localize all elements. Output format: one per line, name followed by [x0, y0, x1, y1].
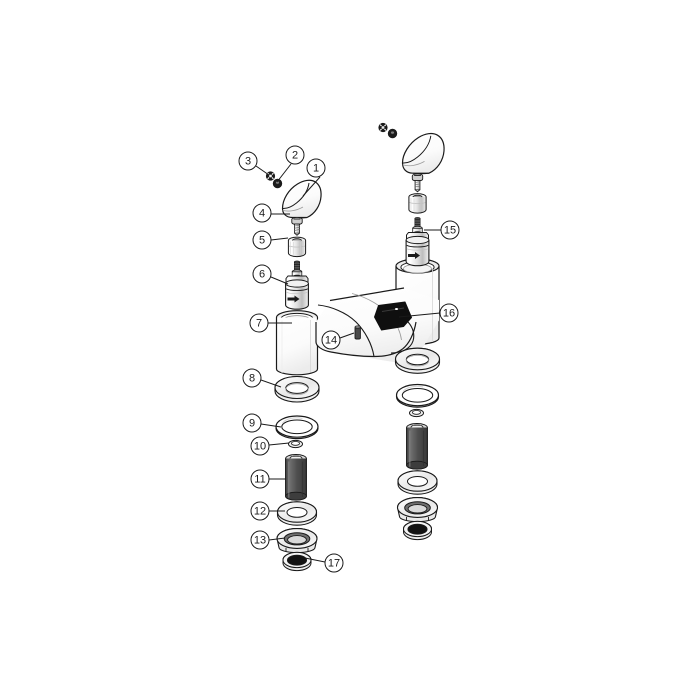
callout-leader-2 — [276, 163, 292, 183]
callout-10[interactable]: 10 — [250, 436, 290, 456]
callout-label-12: 12 — [254, 506, 266, 518]
callout-16[interactable]: 16 — [398, 303, 459, 323]
callout-circle-9[interactable] — [242, 413, 262, 433]
callout-leader-8 — [260, 379, 282, 388]
callout-8[interactable]: 8 — [242, 368, 282, 388]
callout-label-8: 8 — [249, 373, 255, 385]
callout-label-10: 10 — [254, 441, 266, 453]
callout-circle-12[interactable] — [250, 501, 270, 521]
callout-circle-17[interactable] — [324, 553, 344, 573]
callout-4[interactable]: 4 — [252, 203, 290, 223]
part-grub-screw-left — [265, 171, 276, 181]
callout-circle-1[interactable] — [306, 158, 326, 178]
callout-circle-2[interactable] — [285, 145, 305, 165]
part-o-ring-seal-right — [395, 383, 440, 408]
callout-13[interactable]: 13 — [250, 530, 286, 550]
callout-9[interactable]: 9 — [242, 413, 282, 433]
callout-leader-14 — [339, 332, 355, 339]
part-locating-pin — [354, 325, 361, 340]
part-spline-adaptor-right — [408, 193, 427, 214]
part-backnut-washer-right — [397, 470, 438, 495]
part-spout-outlet-insert — [374, 301, 412, 331]
callout-circle-7[interactable] — [249, 313, 269, 333]
callout-leader-13 — [268, 537, 286, 541]
part-spline-adaptor-left — [287, 236, 307, 258]
callout-label-16: 16 — [443, 308, 455, 320]
part-threaded-stud-left — [285, 454, 307, 501]
callout-circle-16[interactable] — [439, 303, 459, 323]
part-small-washer-left — [288, 439, 303, 449]
callout-label-14: 14 — [325, 335, 337, 347]
part-body-riser-tube-left — [275, 310, 319, 376]
callout-leader-3 — [255, 165, 270, 176]
callout-label-4: 4 — [259, 208, 265, 220]
callout-label-9: 9 — [249, 418, 255, 430]
callout-label-1: 1 — [313, 163, 319, 175]
callout-label-6: 6 — [259, 269, 265, 281]
callout-leader-1 — [302, 176, 321, 197]
callout-circle-4[interactable] — [252, 203, 272, 223]
callout-leader-6 — [270, 276, 289, 285]
callout-leader-5 — [270, 237, 289, 241]
callout-leader-9 — [260, 423, 282, 428]
part-retaining-screw-right — [411, 173, 424, 193]
callout-circle-15[interactable] — [440, 220, 460, 240]
callout-circle-14[interactable] — [321, 330, 341, 350]
part-ceramic-cartridge-right — [405, 217, 430, 267]
callout-17[interactable]: 17 — [304, 553, 344, 573]
callout-6[interactable]: 6 — [252, 264, 289, 285]
callout-circle-6[interactable] — [252, 264, 272, 284]
callout-1[interactable]: 1 — [302, 158, 326, 197]
callout-2[interactable]: 2 — [276, 145, 305, 183]
part-threaded-stud-right — [406, 423, 428, 470]
callout-leader-16 — [398, 312, 441, 318]
part-handle-lever-right — [401, 132, 445, 175]
callout-label-7: 7 — [256, 318, 262, 330]
callout-11[interactable]: 11 — [250, 469, 286, 489]
callout-15[interactable]: 15 — [424, 220, 460, 240]
callout-label-11: 11 — [254, 474, 265, 486]
part-rubber-seal-washer — [282, 551, 312, 572]
part-flat-washer-right — [394, 347, 441, 374]
part-small-washer-right — [409, 408, 424, 418]
callout-leader-10 — [268, 442, 290, 446]
callout-12[interactable]: 12 — [250, 501, 285, 521]
part-retaining-screw-left — [291, 216, 303, 236]
callout-circle-8[interactable] — [242, 368, 262, 388]
callout-7[interactable]: 7 — [249, 313, 292, 333]
part-backnut-washer-left — [276, 501, 318, 526]
part-fixing-flange-left — [276, 528, 318, 554]
part-ceramic-cartridge-left — [285, 260, 309, 310]
part-o-ring-seal-left — [275, 415, 319, 440]
part-grub-screw-nut-right — [387, 128, 398, 139]
callout-circle-5[interactable] — [252, 230, 272, 250]
callout-circle-10[interactable] — [250, 436, 270, 456]
part-grub-screw-nut-left — [272, 178, 283, 189]
callout-circle-11[interactable] — [250, 469, 270, 489]
callout-label-2: 2 — [292, 150, 298, 162]
callout-label-13: 13 — [254, 535, 266, 547]
callout-label-17: 17 — [328, 558, 340, 570]
part-fixing-flange-right — [396, 497, 439, 523]
callout-label-3: 3 — [245, 156, 251, 168]
part-handle-lever-left — [281, 179, 322, 219]
part-grub-screw-right — [378, 122, 388, 133]
callout-label-15: 15 — [444, 225, 456, 237]
callout-label-5: 5 — [259, 235, 265, 247]
callout-14[interactable]: 14 — [321, 330, 355, 350]
callout-3[interactable]: 3 — [238, 151, 270, 176]
callout-circle-13[interactable] — [250, 530, 270, 550]
part-flat-washer-left — [274, 375, 320, 403]
callout-leader-17 — [304, 557, 326, 563]
callout-circle-3[interactable] — [238, 151, 258, 171]
part-rubber-seal-washer-right — [403, 520, 432, 541]
callout-5[interactable]: 5 — [252, 230, 289, 250]
